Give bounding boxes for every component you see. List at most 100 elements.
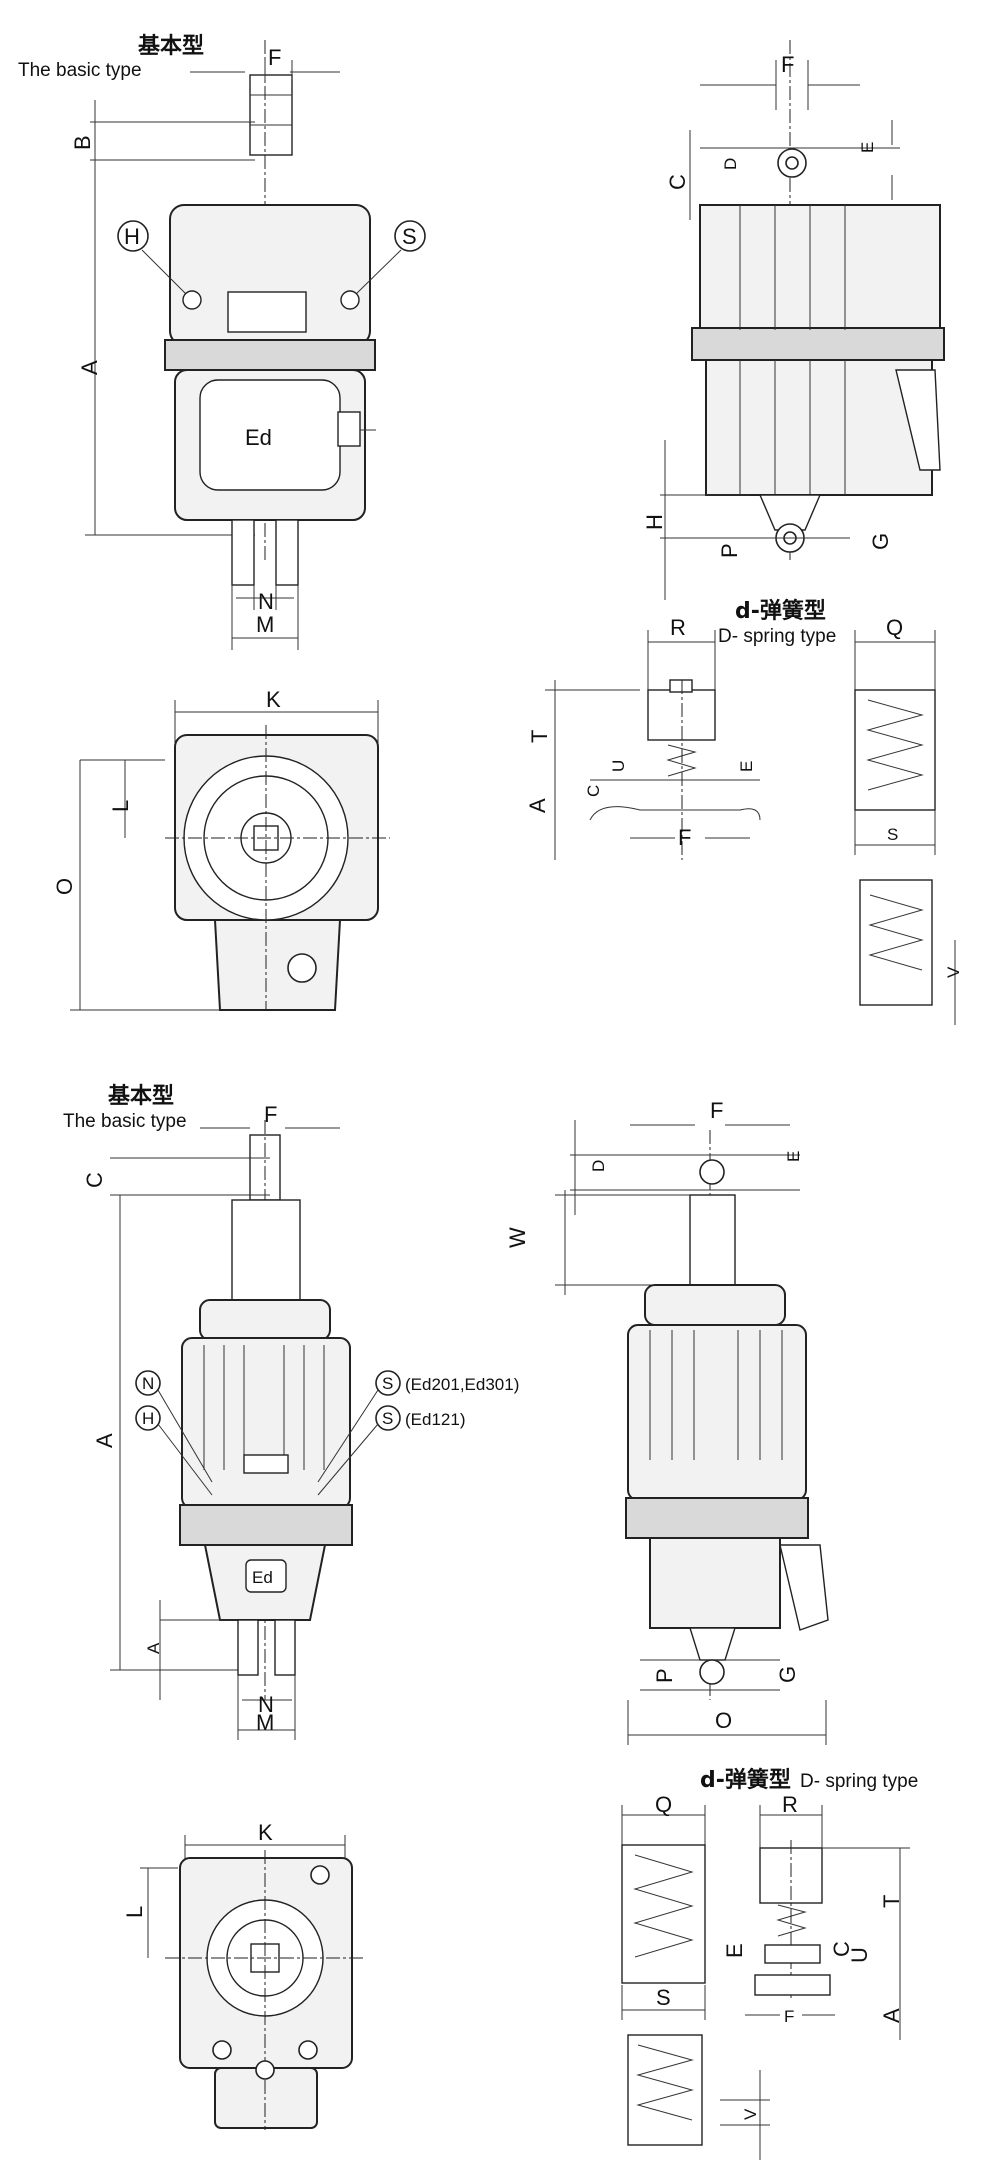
lower-body-side-2 — [649, 1537, 781, 1629]
rod-sleeve-side — [689, 1194, 736, 1286]
finned-housing-side — [627, 1324, 807, 1501]
symbol-n-circle — [135, 1370, 161, 1396]
symbol-h-circle-2 — [135, 1405, 161, 1431]
spring-housing-v — [859, 879, 933, 1006]
symbol-h-label: H — [124, 224, 140, 249]
side-bracket — [895, 369, 941, 471]
note-s-ed121: (Ed121) — [405, 1410, 465, 1429]
basic-type-bottom-view: K L O — [52, 687, 390, 1011]
basic-type-side-view: F C D E H P G — [642, 40, 945, 600]
bottom-lug-left — [231, 519, 255, 586]
side-upper-body — [699, 204, 941, 331]
dim-label-v-2: V — [741, 2108, 760, 2120]
dim-label-g-2: G — [775, 1666, 800, 1683]
dim-label-c-spring: C — [584, 785, 603, 797]
dim-label-t: T — [527, 730, 552, 743]
dim-label-l: L — [108, 800, 133, 812]
nameplate — [227, 291, 307, 333]
spring-coil-v-2 — [636, 2044, 694, 2121]
side-bottom-clevis — [758, 494, 822, 531]
flange — [164, 339, 376, 371]
basic-type-title-cn-2: 基本型 — [108, 1084, 174, 1109]
bottom-gland-housing — [213, 919, 342, 1011]
dim-label-e-2: E — [784, 1151, 803, 1162]
motor-badge — [245, 1559, 287, 1593]
dim-label-k: K — [266, 687, 281, 712]
spring-coil-section — [866, 699, 924, 791]
cable-gland — [337, 411, 361, 447]
gland-icon-center — [255, 2060, 275, 2080]
dim-label-m-2: M — [256, 1710, 274, 1735]
flange-side-2 — [625, 1497, 809, 1539]
push-rod-top — [249, 74, 293, 156]
dim-label-m: M — [256, 612, 274, 637]
dim-label-f-side-2: F — [710, 1098, 723, 1123]
nameplate-2 — [243, 1454, 289, 1474]
note-s-ed201: (Ed201,Ed301) — [405, 1375, 519, 1394]
bottom-lug-right — [275, 519, 299, 586]
spring-coil-v — [868, 894, 924, 971]
dim-label-p-2: P — [652, 1668, 677, 1683]
dim-label-s-2: S — [656, 1985, 671, 2010]
dim-label-p: P — [717, 543, 742, 558]
basic-type-title-cn: 基本型 — [138, 34, 204, 59]
clevis-pin-top-2 — [699, 1159, 725, 1185]
spring-housing-v-2 — [627, 2034, 703, 2146]
spring-type-title-cn: d-弹簧型 — [735, 598, 826, 624]
dim-label-f-side: F — [781, 52, 794, 77]
housing-cap-side — [644, 1284, 786, 1326]
dim-label-h: H — [642, 514, 667, 530]
dim-label-e: E — [858, 142, 877, 153]
clevis-pin-bottom-2 — [699, 1659, 725, 1685]
dim-label-r: R — [670, 615, 686, 640]
dim-label-e-spring: E — [737, 761, 756, 772]
dim-label-t-2: T — [879, 1895, 904, 1908]
dim-label-a-small: A — [144, 1642, 163, 1654]
dim-label-c-3: C — [829, 1941, 854, 1957]
side-bracket-2 — [779, 1544, 829, 1631]
symbol-s-circle-3 — [375, 1405, 401, 1431]
side-lower-body — [705, 359, 933, 496]
screw-h-icon — [182, 290, 202, 310]
spring-coil-2 — [776, 1904, 807, 1937]
bottom-clevis-2 — [689, 1627, 736, 1661]
spring-coil — [666, 744, 697, 777]
dim-label-v: V — [944, 966, 963, 978]
dim-label-l-2: L — [122, 1906, 147, 1918]
dim-label-e-3: E — [722, 1943, 747, 1958]
spring-type-title-en-2: D- spring type — [800, 1771, 918, 1792]
symbol-h-label-2: H — [142, 1409, 154, 1428]
flange-2 — [179, 1504, 353, 1546]
dim-label-b: B — [70, 135, 95, 150]
gland-icon-right — [298, 2040, 318, 2060]
dim-label-d: D — [721, 158, 740, 170]
lug-right-2 — [274, 1619, 296, 1676]
dim-label-n: N — [258, 589, 274, 614]
dim-label-c: C — [665, 174, 690, 190]
spring-type-upper: d-弹簧型 D- spring type R T U C A E F Q S — [525, 598, 963, 1025]
finned-housing — [181, 1337, 351, 1509]
side-flange — [691, 327, 945, 361]
basic-type-front-view: 基本型 The basic type F B Ed H S — [18, 34, 426, 650]
symbol-s-circle — [394, 220, 426, 252]
dim-label-r-2: R — [782, 1792, 798, 1817]
dim-label-a-spring: A — [525, 798, 550, 813]
motor-label-ed: Ed — [245, 425, 272, 450]
dim-label-u-2: U — [847, 1947, 872, 1963]
motor-label-ed-2: Ed — [252, 1568, 273, 1587]
rod-sleeve — [231, 1199, 301, 1301]
dim-label-g: G — [868, 533, 893, 550]
symbol-s-label: S — [402, 224, 417, 249]
dim-label-q: Q — [886, 615, 903, 640]
symbol-h-circle — [117, 220, 149, 252]
bottom-gland-icon — [287, 953, 317, 983]
symbol-s-circle-2 — [375, 1370, 401, 1396]
dim-label-k-2: K — [258, 1820, 273, 1845]
dim-label-f-3: F — [784, 2007, 794, 2026]
dim-label-a-2: A — [92, 1433, 117, 1448]
basic-type-side-view-2: F D E W P G O — [505, 1098, 829, 1745]
basic-type-bottom-view-2: K L — [122, 1820, 365, 2130]
symbol-s-label-2: S — [382, 1374, 393, 1393]
dim-label-o: O — [52, 878, 77, 895]
